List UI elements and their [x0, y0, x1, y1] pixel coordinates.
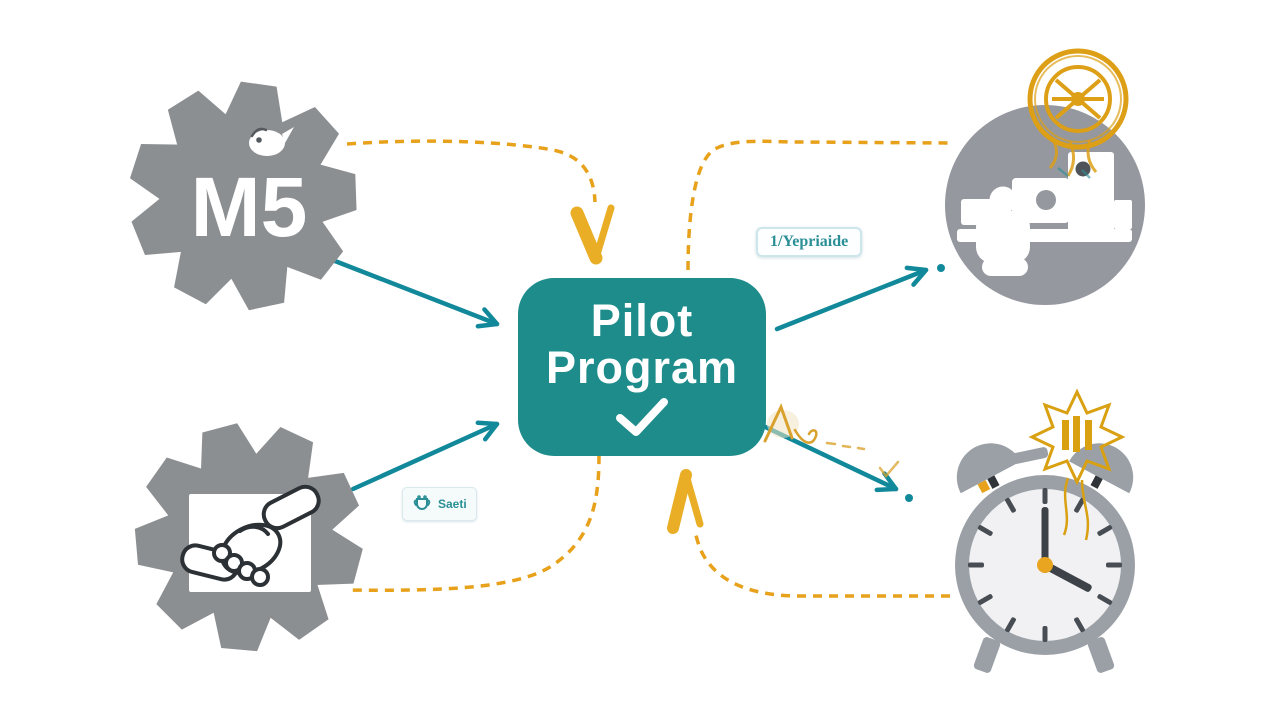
clock-bell-right — [1069, 443, 1134, 494]
pilot-program-title-line1: Pilot — [590, 294, 694, 346]
gear-handshake-icon — [133, 420, 366, 653]
dashed-flow-paths — [346, 139, 950, 598]
pilot-program-title-line2: Program — [545, 341, 739, 393]
dashed-path-bottomright-to-center — [693, 531, 950, 598]
arrow-center-to-workspace — [774, 265, 929, 332]
arrow-gear-m5-to-center — [332, 258, 500, 329]
arrow-gear-handshake-to-center — [350, 420, 500, 492]
clock-leg-right — [1087, 637, 1115, 673]
handshake-icon — [180, 484, 321, 587]
bird-icon — [249, 127, 294, 156]
gear-m5-icon: M5 — [126, 79, 357, 313]
gold-ornament-icon — [1028, 388, 1126, 541]
check-icon — [616, 398, 668, 437]
bottom-left-tag: Saeti — [402, 487, 477, 521]
cup-icon — [413, 495, 431, 510]
arrow-end-dot-bottom — [905, 494, 913, 502]
desk-shape — [999, 229, 1132, 242]
pilot-program-box: Pilot Program — [518, 278, 766, 456]
teal-arrows — [332, 258, 945, 502]
workspace-circle-icon — [945, 48, 1145, 305]
clock-bell-left — [956, 443, 1021, 494]
alarm-clock-icon — [955, 388, 1135, 673]
dashed-path-center-to-bottomleft — [346, 454, 601, 592]
top-right-tag: 1/Yepriaide — [756, 227, 863, 257]
dashed-path-topleft-to-center — [346, 139, 597, 203]
clock-leg-left — [973, 637, 1001, 673]
clock-minute-hand — [1041, 507, 1049, 573]
bottom-left-tag-label: Saeti — [438, 497, 467, 511]
gold-arrowhead-down-icon — [570, 204, 615, 265]
gold-arrowheads — [570, 204, 704, 534]
gold-arrowhead-up-icon — [667, 469, 704, 534]
arrow-end-dot-top — [937, 264, 945, 272]
clock-center-pin — [1037, 557, 1053, 573]
top-right-tag-label: 1/Yepriaide — [770, 233, 849, 250]
gold-badge-icon — [1027, 48, 1129, 179]
gear-m5-label: M5 — [191, 160, 308, 254]
